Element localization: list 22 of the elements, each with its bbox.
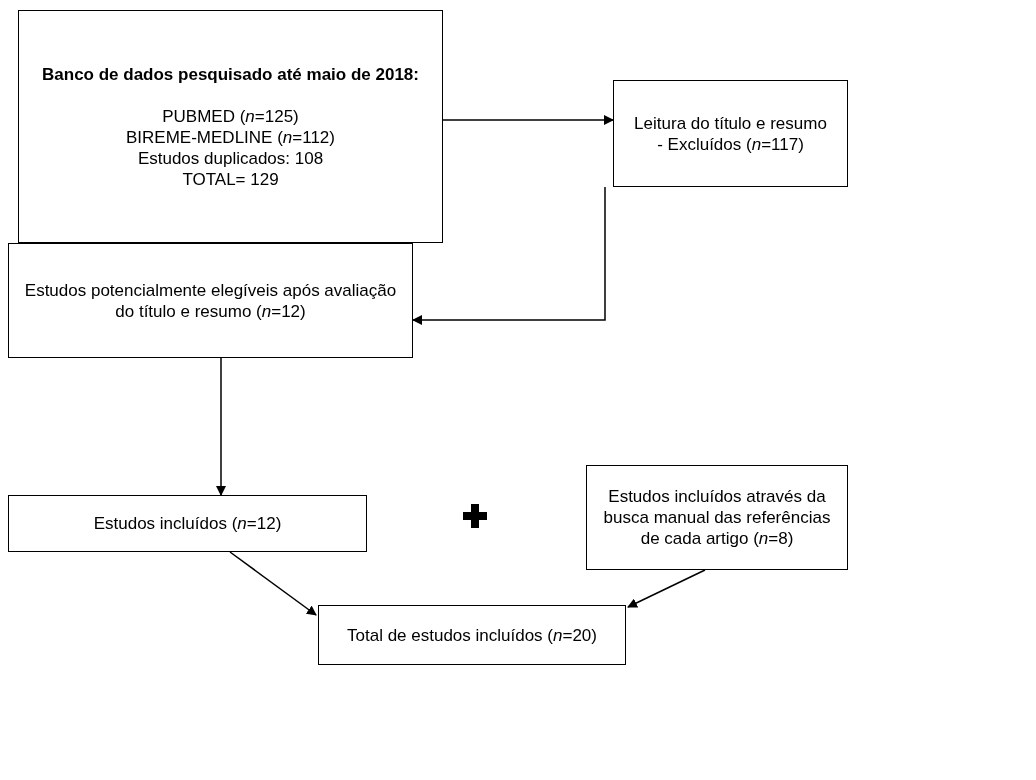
box-text: Estudos incluídos (n=12) bbox=[93, 513, 282, 534]
box-text: Estudos potencialmente elegíveis após avaliação do título e resumo (n=12) bbox=[23, 279, 398, 322]
box-text: Leitura do título e resumo bbox=[634, 112, 827, 134]
arrow bbox=[412, 186, 606, 325]
arrow bbox=[229, 551, 317, 616]
process-box bbox=[318, 605, 626, 665]
box-text: PUBMED (n=125) bbox=[162, 105, 299, 127]
process-box bbox=[586, 465, 848, 570]
arrow bbox=[627, 569, 706, 608]
arrow bbox=[442, 115, 614, 125]
box-heading: Banco de dados pesquisado até maio de 2018: bbox=[42, 63, 419, 85]
process-box bbox=[8, 495, 367, 552]
box-text: - Excluídos (n=117) bbox=[657, 133, 804, 155]
box-text: TOTAL= 129 bbox=[182, 168, 279, 190]
box-text: Estudos duplicados: 108 bbox=[137, 147, 324, 169]
arrow bbox=[216, 357, 226, 496]
process-box bbox=[18, 10, 443, 243]
process-box bbox=[613, 80, 848, 187]
box-text: BIREME-MEDLINE (n=112) bbox=[126, 126, 335, 148]
process-box bbox=[8, 243, 413, 358]
box-text: Total de estudos incluídos (n=20) bbox=[347, 624, 597, 646]
box-text: Estudos incluídos através da busca manual das referências de cada artigo (n=8) bbox=[602, 486, 832, 549]
